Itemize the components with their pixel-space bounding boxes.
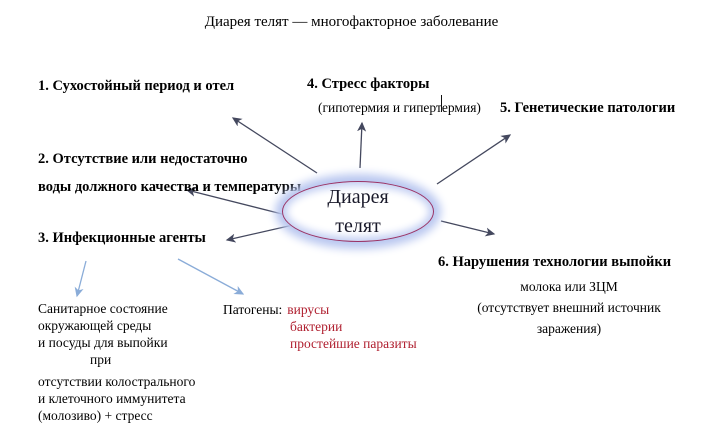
text-cursor [441, 95, 442, 112]
factor-2-line2: воды должного качества и температуры [38, 179, 302, 195]
sanitary-note: Санитарное состояние окружающей среды и … [38, 300, 168, 368]
central-node-line1: Диарея [327, 185, 389, 208]
diagram-title: Диарея телят — многофакторное заболевани… [204, 14, 499, 30]
pathogen-item-viruses: вирусы [287, 302, 330, 317]
immunity-line3: (молозиво) + стресс [38, 408, 153, 423]
pathogens-row: Патогены: вирусы [223, 301, 329, 318]
factor-6-note2: заражения) [536, 320, 602, 336]
factor-6-note1: (отсутствует внешний источник [477, 300, 661, 315]
arrow-to-factor-4 [357, 121, 367, 169]
factor-4-label: 4. Стресс факторы [307, 76, 430, 92]
factor-2-line1: 2. Отсутствие или недостаточно [38, 151, 248, 167]
sanitary-line3: и посуды для выпойки [38, 335, 168, 350]
factor-6-block: 6. Нарушения технологии выпойки молока и… [438, 255, 700, 335]
sanitary-line1: Санитарное состояние [38, 301, 168, 316]
factor-1-label: 1. Сухостойный период и отел [38, 78, 235, 94]
central-node-ellipse: Диарея телят [282, 181, 434, 242]
factor-2-label: 2. Отсутствие или недостаточно воды долж… [38, 145, 301, 201]
immunity-line2: и клеточного иммунитета [38, 391, 186, 406]
factor-6-label: 6. Нарушения технологии выпойки [438, 254, 672, 270]
sanitary-line2: окружающей среды [38, 318, 152, 333]
immunity-line1: отсутствии колострального [38, 374, 196, 389]
central-node-line2: телят [335, 214, 381, 237]
factor-6-line2: молока или ЗЦМ [520, 278, 618, 294]
pathogens-label: Патогены: [223, 302, 283, 317]
arrow-to-factor-5 [436, 134, 512, 185]
immunity-note: отсутствии колострального и клеточного и… [38, 373, 195, 424]
sanitary-line4: при [90, 352, 112, 367]
arrow-to-factor-3 [225, 224, 294, 243]
pathogen-item-bacteria: бактерии [290, 319, 343, 334]
arrow-to-pathogens [177, 258, 245, 295]
factor-3-label: 3. Инфекционные агенты [38, 230, 206, 246]
factor-4-note: (гипотермия и гипертермия) [318, 100, 481, 115]
factor-5-label: 5. Генетические патологии [500, 100, 676, 116]
arrow-to-sanitary-note [74, 260, 87, 298]
arrow-to-factor-6 [440, 220, 496, 237]
pathogen-item-parasites: простейшие паразиты [290, 336, 417, 351]
